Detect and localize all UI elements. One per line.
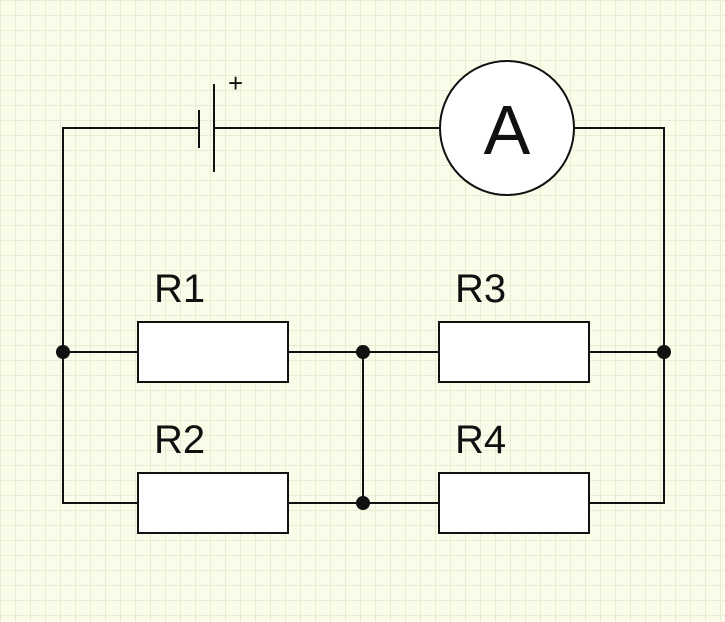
ammeter: A: [439, 60, 575, 196]
resistor-r2: [137, 472, 289, 534]
battery-icon: [198, 84, 215, 172]
battery-polarity-mark: +: [228, 68, 243, 98]
resistor-r4: [438, 472, 590, 534]
resistor-r1: [137, 321, 289, 383]
wire-left-lower: [62, 352, 138, 504]
label-r1: R1: [154, 267, 205, 311]
label-r4: R4: [455, 418, 506, 462]
label-r3: R3: [455, 267, 506, 311]
junction-node-left: [56, 345, 70, 359]
junction-node-mid-top: [356, 345, 370, 359]
wire-left-top: [62, 127, 199, 352]
ammeter-circle: [439, 60, 575, 196]
junction-node-right: [657, 345, 671, 359]
label-r2: R2: [154, 418, 205, 462]
wire-ammeter-to-right: [574, 127, 665, 352]
resistor-r3: [438, 321, 590, 383]
wire-r4-to-right: [589, 352, 665, 504]
junction-node-mid-bottom: [356, 496, 370, 510]
ammeter-letter: A: [484, 91, 531, 169]
